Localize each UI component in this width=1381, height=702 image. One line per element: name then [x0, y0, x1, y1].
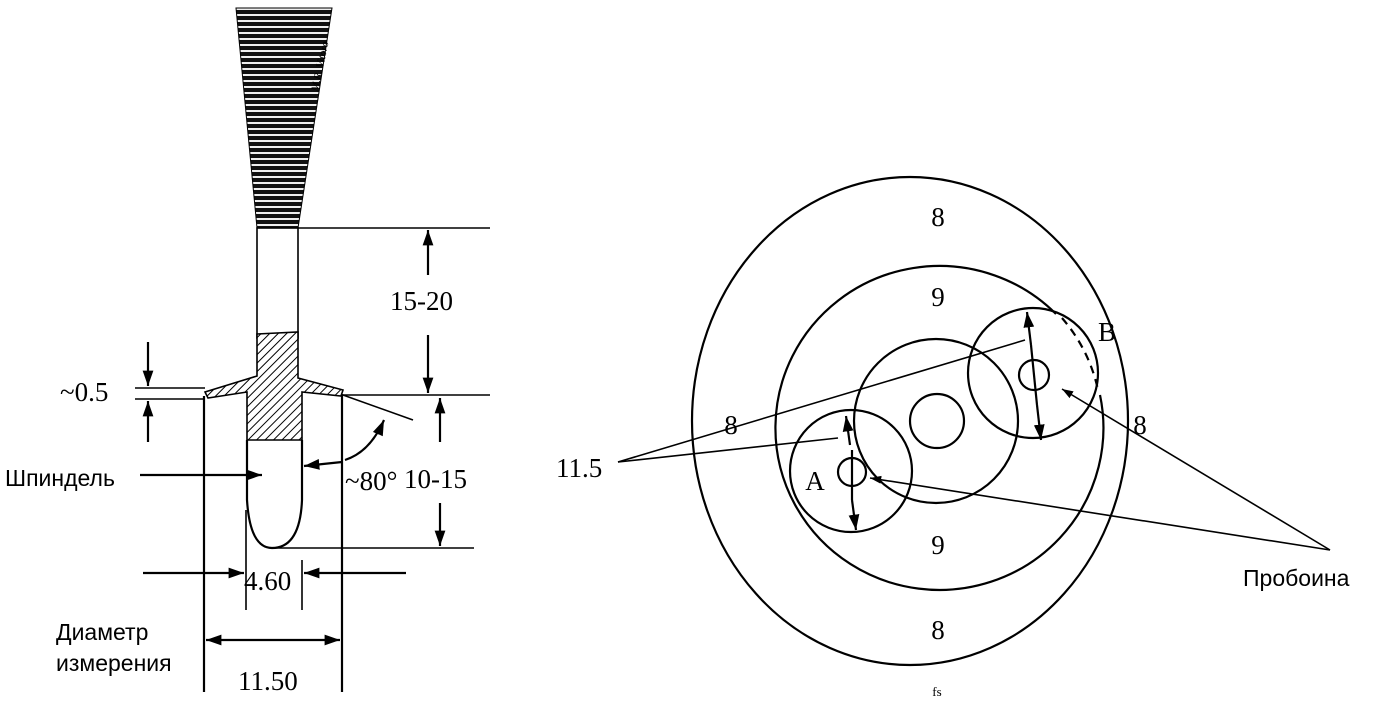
ring-label: 9: [931, 282, 945, 312]
ring-9: [774, 264, 1105, 592]
diameter-label: 11.5: [556, 453, 602, 483]
spindle-outline: [245, 440, 304, 550]
ring-label: 8: [724, 410, 738, 440]
measure-label-line2: измерения: [56, 650, 172, 676]
leader-11-5-a: [617, 437, 839, 463]
hole-b-arrow-down: [1033, 404, 1045, 441]
dim-10-15-label: 10-15: [404, 464, 467, 494]
hole-a-arrow-up: [842, 415, 854, 446]
spindle-dim-label: 4.60: [244, 566, 291, 596]
ring-8: [690, 175, 1130, 667]
dim-15-20-label: 15-20: [390, 286, 453, 316]
angle-arc: [344, 419, 386, 462]
hole-b-arrow-up: [1023, 311, 1035, 346]
ring-label: 8: [1133, 410, 1147, 440]
footer-label: fs: [932, 684, 941, 699]
angle-label: ~80°: [345, 466, 397, 496]
gauge-rod: [256, 227, 299, 339]
hatched-shoulder: [203, 331, 345, 441]
ring-label: 8: [931, 615, 945, 645]
target-drawing: 8 9 8 8 9 8 A B 11.5 Пробоина fs: [556, 175, 1350, 699]
hole-label: Пробоина: [1243, 565, 1350, 591]
ring-label: 8: [931, 202, 945, 232]
leader-11-5-b: [617, 339, 1026, 463]
hole-a-label: A: [805, 466, 825, 496]
leader-hole-a: [869, 475, 1331, 551]
bullseye: [908, 392, 966, 450]
angle-arrow-left: [303, 459, 343, 470]
ring-label: 9: [931, 530, 945, 560]
spring-coil: [235, 7, 333, 229]
hole-b-label: B: [1098, 317, 1116, 347]
spindle-label: Шпиндель: [5, 465, 115, 491]
measure-label-line1: Диаметр: [56, 619, 148, 645]
hole-b: [1017, 358, 1051, 392]
gauge-plug-drawing: M.R. Vitoro 15-20 10-15 ~0.5 Шпиндель: [5, 7, 490, 696]
leader-hole-b: [1061, 388, 1331, 551]
lip-dim-label: ~0.5: [60, 377, 108, 407]
hole-b-gauge-circle: [966, 306, 1100, 440]
measure-dim-label: 11.50: [238, 666, 298, 696]
ring-10: [852, 337, 1020, 505]
hole-a-gauge-circle: [788, 408, 914, 534]
hole-a-arrow-down: [848, 499, 860, 531]
